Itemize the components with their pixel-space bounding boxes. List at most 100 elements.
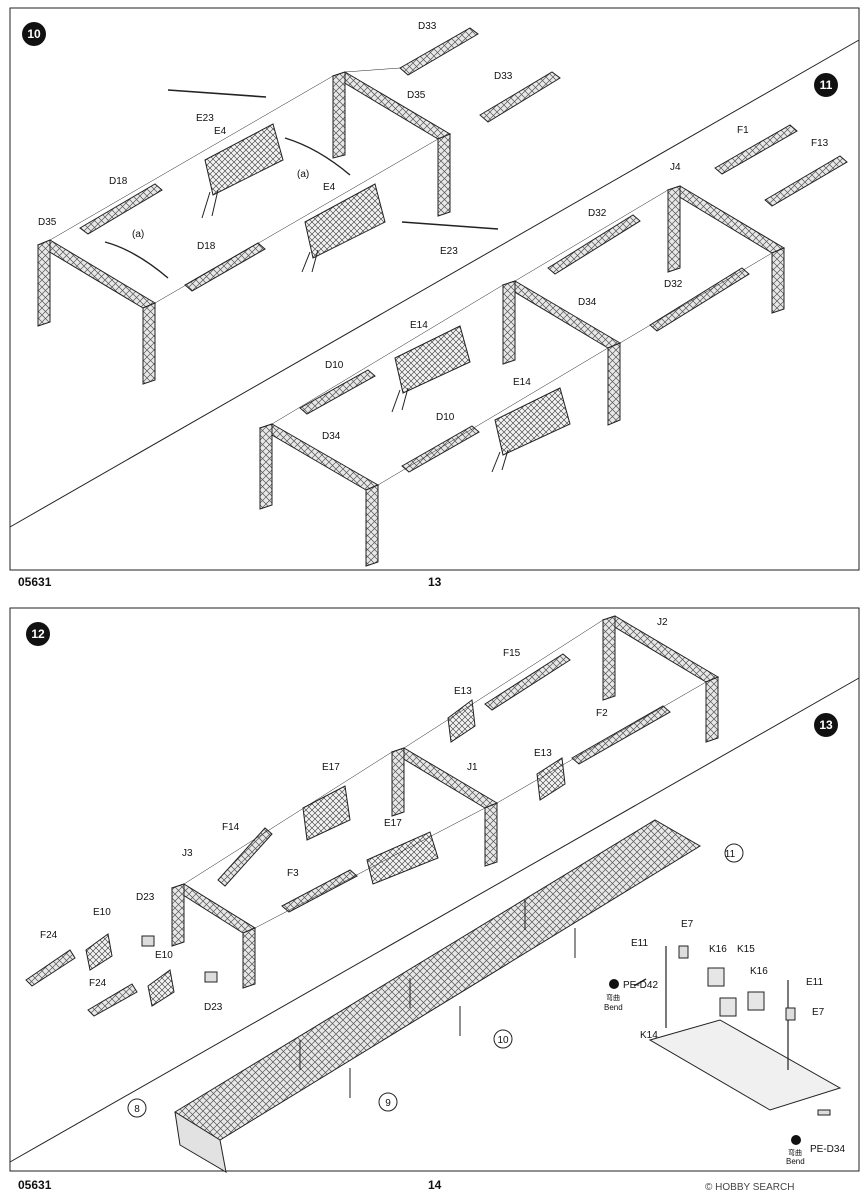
part-d23-b [204,971,218,983]
label-e23-b: E23 [440,246,458,257]
part-f3 [281,869,358,913]
label-pe-d42: PE-D42 [623,980,658,991]
label-e10-a: E10 [93,907,111,918]
part-e14-b [494,387,571,456]
instruction-page-13: 10 11 D33 D33 [9,7,860,589]
svg-text:12: 12 [31,627,45,641]
page-frame [9,607,860,1172]
step-11-assembly [258,124,848,567]
label-e4-a: E4 [214,126,227,137]
watermark-logo-icon: © [705,1182,713,1193]
label-k16-a: K16 [709,944,727,955]
part-k16-b [747,991,765,1011]
step-divider [9,39,860,528]
part-f13 [764,155,848,207]
part-f15 [484,653,571,711]
part-e23-a [167,89,267,98]
label-e14-b: E14 [513,377,531,388]
label-f2: F2 [596,708,608,719]
step-10-badge: 10 [22,22,46,46]
part-a-right [284,137,351,176]
page-14-drawing: 12 13 [9,607,860,1173]
svg-text:13: 13 [819,718,833,732]
catalog-number: 05631 [18,575,52,589]
part-e23-b [401,221,499,230]
bend-check-icon-b [791,1135,801,1145]
label-bend-cn-b: 弯曲 [788,1148,802,1157]
part-e4-b [304,183,386,259]
label-f24-a: F24 [40,930,58,941]
part-e13-a [447,699,476,743]
label-e7-a: E7 [681,919,694,930]
part-f24-b [87,983,138,1017]
label-f1: F1 [737,125,749,136]
step-12-badge: 12 [26,622,50,646]
label-e23-a: E23 [196,113,214,124]
step-divider [9,677,860,1163]
part-e14-a [394,325,471,394]
page-13-drawing: 10 11 D33 D33 [9,7,860,571]
label-a-left: (a) [132,229,144,240]
part-e17-b [366,831,439,885]
label-e13-b: E13 [534,748,552,759]
instruction-page-14: 12 13 [0,600,867,1200]
svg-text:11: 11 [820,78,833,92]
step-13-badge: 13 [814,713,838,737]
label-ref-8: 8 [134,1104,140,1115]
part-d32-a [547,214,641,275]
watermark: © HOBBY SEARCH [705,1182,794,1193]
page-number: 14 [428,1178,442,1192]
label-ref-9: 9 [385,1098,391,1109]
label-e7-b: E7 [812,1007,825,1018]
label-a-right: (a) [297,169,309,180]
watermark-brand: HOBBY SEARCH [715,1182,795,1193]
part-k15 [719,997,737,1017]
part-pe-d42 [633,978,647,987]
part-e7-a [678,945,689,959]
label-d32-b: D32 [664,279,683,290]
svg-text:10: 10 [27,27,41,41]
step-13-assembly [127,819,842,1173]
label-j2: J2 [657,617,668,628]
label-d32-a: D32 [588,208,607,219]
label-bend-en-a: Bend [604,1003,623,1012]
label-d34-a: D34 [578,297,597,308]
label-e14-a: E14 [410,320,428,331]
label-k15: K15 [737,944,755,955]
label-j1: J1 [467,762,478,773]
ref-9-circle [378,1092,398,1112]
label-d35-b: D35 [38,217,57,228]
part-k16-a [707,967,725,987]
label-d34-b: D34 [322,431,341,442]
label-d18-b: D18 [197,241,216,252]
label-ref-11: 11 [725,849,736,860]
label-d33-a: D33 [418,21,437,32]
part-f2 [571,705,671,765]
part-e10-a [85,933,113,971]
part-d23-a [141,935,155,947]
label-e4-b: E4 [323,182,336,193]
label-k14: K14 [640,1030,658,1041]
part-d18-b [184,242,266,292]
part-d33-b [479,71,561,123]
label-bend-cn-a: 弯曲 [606,993,620,1002]
label-f15: F15 [503,648,521,659]
label-d10-b: D10 [436,412,455,423]
ref-10-circle [493,1029,513,1049]
part-f24-a [25,949,76,987]
label-d33-b: D33 [494,71,513,82]
label-d35-a: D35 [407,90,426,101]
label-j4: J4 [670,162,681,173]
label-e13-a: E13 [454,686,472,697]
step-10-assembly [36,27,561,385]
label-pe-d34: PE-D34 [810,1144,845,1155]
label-d23-a: D23 [136,892,155,903]
label-ref-10: 10 [497,1035,509,1046]
part-pe-d34 [817,1109,831,1116]
label-f14: F14 [222,822,240,833]
part-d33-a [399,27,479,76]
part-k14 [648,1019,842,1111]
label-bend-en-b: Bend [786,1157,805,1166]
label-d23-b: D23 [204,1002,223,1013]
label-e17-a: E17 [322,762,340,773]
